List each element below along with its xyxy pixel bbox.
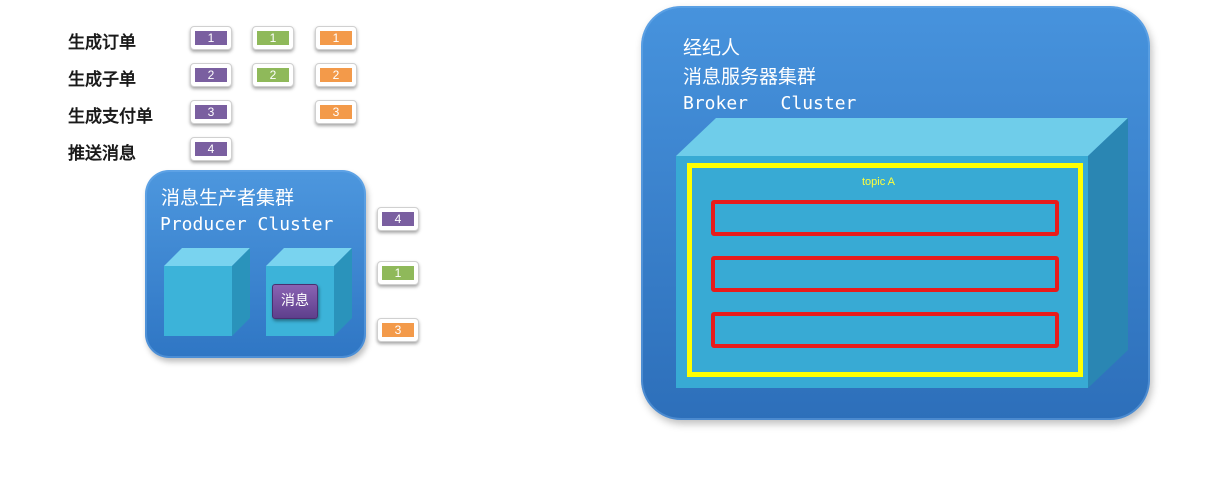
message-tag: 1 [315,26,357,50]
message-tag-number: 3 [195,105,227,119]
message-tag-number: 1 [257,31,289,45]
message-tag-number: 3 [382,323,414,337]
step-label-create-payment: 生成支付单 [68,107,153,127]
message-tag: 3 [315,100,357,124]
topic-queue [711,200,1059,236]
message-tag: 4 [190,137,232,161]
producer-title-en: Producer Cluster [160,214,334,235]
message-tag-number: 4 [195,142,227,156]
message-tag-number: 2 [320,68,352,82]
message-tag-number: 4 [382,212,414,226]
message-tag-number: 2 [257,68,289,82]
broker-server-cube [676,118,1128,388]
broker-title-line1: 经纪人 [683,37,741,59]
outgoing-message-tag: 3 [377,318,419,342]
message-tag: 2 [190,63,232,87]
outgoing-message-tag: 4 [377,207,419,231]
message-tag-number: 1 [382,266,414,280]
outgoing-message-tag: 1 [377,261,419,285]
broker-title-line2: 消息服务器集群 [683,66,817,88]
topic-box [687,163,1083,377]
producer-title-cn: 消息生产者集群 [161,187,295,209]
topic-queue [711,312,1059,348]
producer-node-cube [164,248,250,336]
message-tag-number: 2 [195,68,227,82]
message-tag-number: 1 [320,31,352,45]
message-tag-number: 3 [320,105,352,119]
step-label-create-order: 生成订单 [68,33,136,53]
topic-label: topic A [862,176,896,188]
message-tag: 1 [252,26,294,50]
message-tag: 3 [190,100,232,124]
message-tag: 1 [190,26,232,50]
broker-title-en: Broker Cluster [683,93,857,114]
message-block: 消息 [272,284,318,319]
message-tag: 2 [315,63,357,87]
message-tag: 2 [252,63,294,87]
step-label-create-suborder: 生成子单 [68,70,136,90]
message-tag-number: 1 [195,31,227,45]
topic-queue [711,256,1059,292]
step-label-push-message: 推送消息 [68,144,136,164]
